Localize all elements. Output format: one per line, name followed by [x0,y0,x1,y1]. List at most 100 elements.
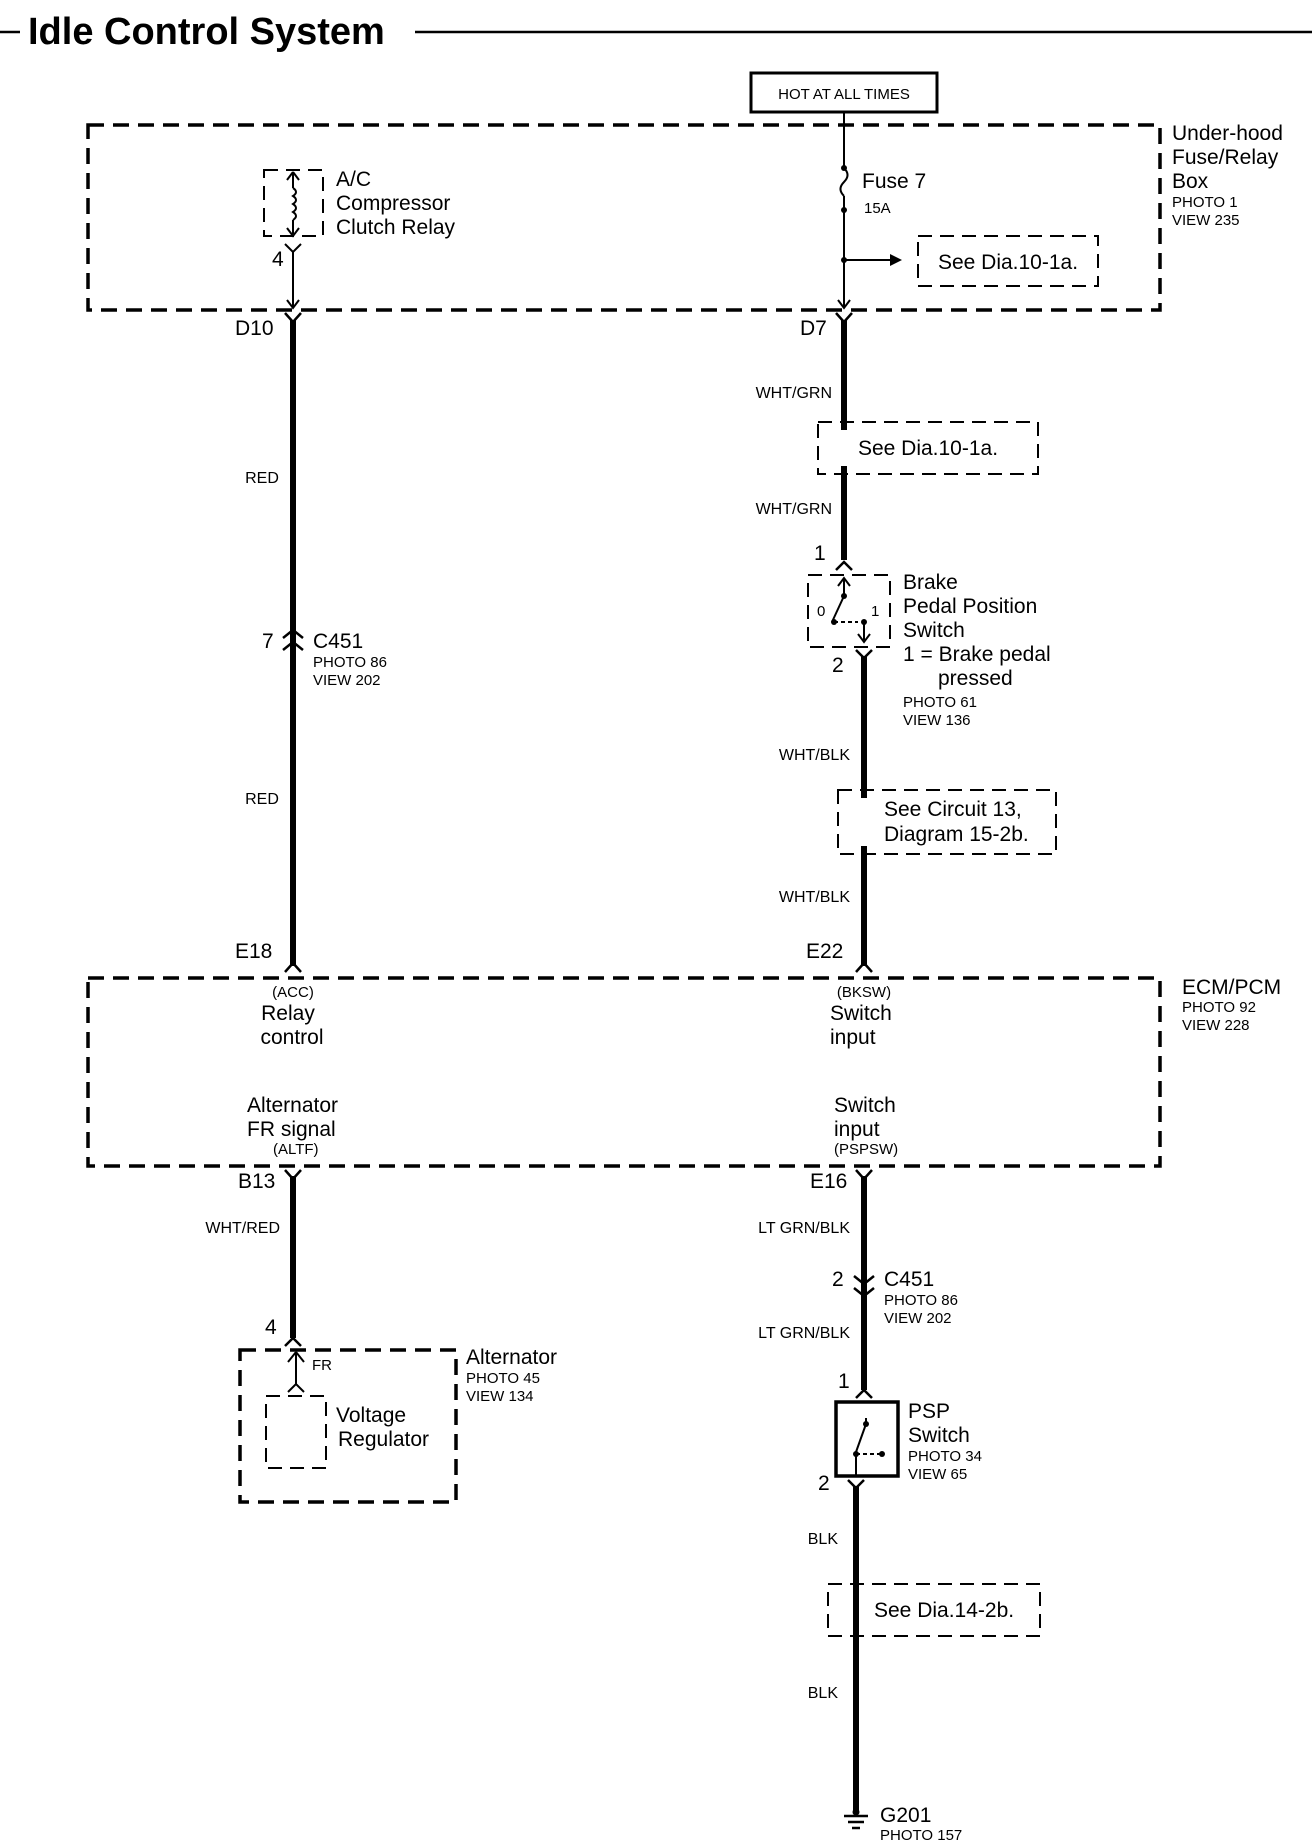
c451-left-pin: 7 [262,630,274,653]
ecm-altf-line-2: FR signal [247,1118,336,1141]
psp-switch-box [834,1400,900,1478]
ecm-bksw-code: (BKSW) [837,984,891,1001]
brake-switch-pin-top: 1 [814,542,826,565]
ecm-altf-code: (ALTF) [273,1141,319,1158]
see-circuit-13-box [837,789,1057,855]
psp-switch-photo: PHOTO 34 [908,1448,982,1465]
wire-label-wht-grn-upper: WHT/GRN [756,385,832,402]
brake-switch-box [807,574,891,648]
wire-label-blk-upper: BLK [808,1531,839,1548]
terminal-d7: D7 [800,317,827,340]
branch-arrow-icon [890,254,902,266]
ac-relay-coil-icon [291,187,297,221]
ac-relay-pin: 4 [272,248,284,271]
ecm-photo: PHOTO 92 [1182,999,1256,1016]
brake-switch-name-2: Pedal Position [903,595,1037,618]
brake-switch-pin-bottom: 2 [832,654,844,677]
terminal-e22: E22 [806,940,843,963]
ecm-altf-line-1: Alternator [247,1094,338,1117]
alternator-box [238,1348,458,1504]
c451-right-pin: 2 [832,1268,844,1291]
see-dia-10-1a-top: See Dia.10-1a. [938,251,1078,274]
wire-label-wht-blk-lower: WHT/BLK [779,889,850,906]
fuse-rating: 15A [864,200,891,217]
c451-left-view: VIEW 202 [313,672,381,689]
terminal-e18: E18 [235,940,272,963]
wire-label-lt-grn-blk-upper: LT GRN/BLK [758,1220,850,1237]
c451-right-view: VIEW 202 [884,1310,952,1327]
ecm-acc-line-1: Relay [261,1002,315,1025]
psp-switch-name-2: Switch [908,1424,970,1447]
ecm-acc-code: (ACC) [272,984,314,1001]
fuse-icon [839,167,849,197]
underhood-box-name-3: Box [1172,170,1209,193]
ecm-pspsw-code: (PSPSW) [834,1141,898,1158]
c451-left-name: C451 [313,630,363,653]
c451-right-photo: PHOTO 86 [884,1292,958,1309]
alternator-name: Alternator [466,1346,557,1369]
terminal-b13: B13 [238,1170,275,1193]
brake-switch-view: VIEW 136 [903,712,971,729]
terminal-e16: E16 [810,1170,847,1193]
alternator-pin: 4 [265,1316,277,1339]
psp-switch-pin-top: 1 [838,1370,850,1393]
wire-label-wht-red: WHT/RED [205,1220,280,1237]
hot-at-all-times-label: HOT AT ALL TIMES [778,86,910,103]
ecm-name: ECM/PCM [1182,976,1281,999]
page-title: Idle Control System [28,11,385,53]
ecm-acc-line-2: control [260,1026,323,1049]
alternator-view: VIEW 134 [466,1388,534,1405]
ecm-pcm-box [86,976,1162,1168]
wire-label-lt-grn-blk-lower: LT GRN/BLK [758,1325,850,1342]
brake-switch-name-5: pressed [938,667,1013,690]
brake-switch-pos0: 0 [817,603,825,620]
ac-relay-name-2: Compressor [336,192,450,215]
ecm-bksw-line-1: Switch [830,1002,892,1025]
underhood-box-name-2: Fuse/Relay [1172,146,1279,169]
ac-relay-name-3: Clutch Relay [336,216,456,239]
see-dia-14-2b: See Dia.14-2b. [874,1599,1014,1622]
ecm-pspsw-line-1: Switch [834,1094,896,1117]
ground-photo: PHOTO 157 [880,1827,962,1844]
wire-label-red-upper: RED [245,470,279,487]
voltage-regulator-line-1: Voltage [336,1404,406,1427]
brake-switch-name-4: 1 = Brake pedal [903,643,1051,666]
psp-switch-view: VIEW 65 [908,1466,967,1483]
e22-connector [855,961,873,973]
c451-left-connector [282,628,304,651]
underhood-box-name-1: Under-hood [1172,122,1283,145]
psp-switch-name-1: PSP [908,1400,950,1423]
brake-switch-name-3: Switch [903,619,965,642]
wire-label-wht-grn-lower: WHT/GRN [756,501,832,518]
voltage-regulator-line-2: Regulator [338,1428,429,1451]
c451-right-connector [853,1275,875,1298]
psp-switch-contact-icon [855,1423,867,1453]
ac-relay-pin-connector [284,243,302,254]
c451-left-photo: PHOTO 86 [313,654,387,671]
ground-name: G201 [880,1804,931,1827]
ecm-bksw-line-2: input [830,1026,876,1049]
see-circuit-13-line-1: See Circuit 13, [884,798,1022,821]
voltage-regulator-box [265,1395,327,1469]
psp-switch-pin-bottom: 2 [818,1472,830,1495]
ac-relay-name-1: A/C [336,168,371,191]
wire-label-blk-lower: BLK [808,1685,839,1702]
see-dia-10-1a-top-box [917,235,1099,287]
alternator-photo: PHOTO 45 [466,1370,540,1387]
brake-switch-photo: PHOTO 61 [903,694,977,711]
ecm-pspsw-line-2: input [834,1118,880,1141]
fuse-name: Fuse 7 [862,170,926,193]
underhood-box-photo: PHOTO 1 [1172,194,1238,211]
wire-label-wht-blk-upper: WHT/BLK [779,747,850,764]
see-dia-10-1a-mid-box [817,421,1039,475]
see-dia-10-1a-mid: See Dia.10-1a. [858,437,998,460]
ecm-view: VIEW 228 [1182,1017,1250,1034]
underhood-fuse-relay-box [86,123,1162,312]
underhood-box-view: VIEW 235 [1172,212,1240,229]
terminal-d10: D10 [235,317,274,340]
e18-connector [284,961,302,973]
brake-switch-contact-icon [831,595,845,623]
alternator-fr: FR [312,1357,332,1374]
brake-switch-pos1: 1 [871,603,879,620]
